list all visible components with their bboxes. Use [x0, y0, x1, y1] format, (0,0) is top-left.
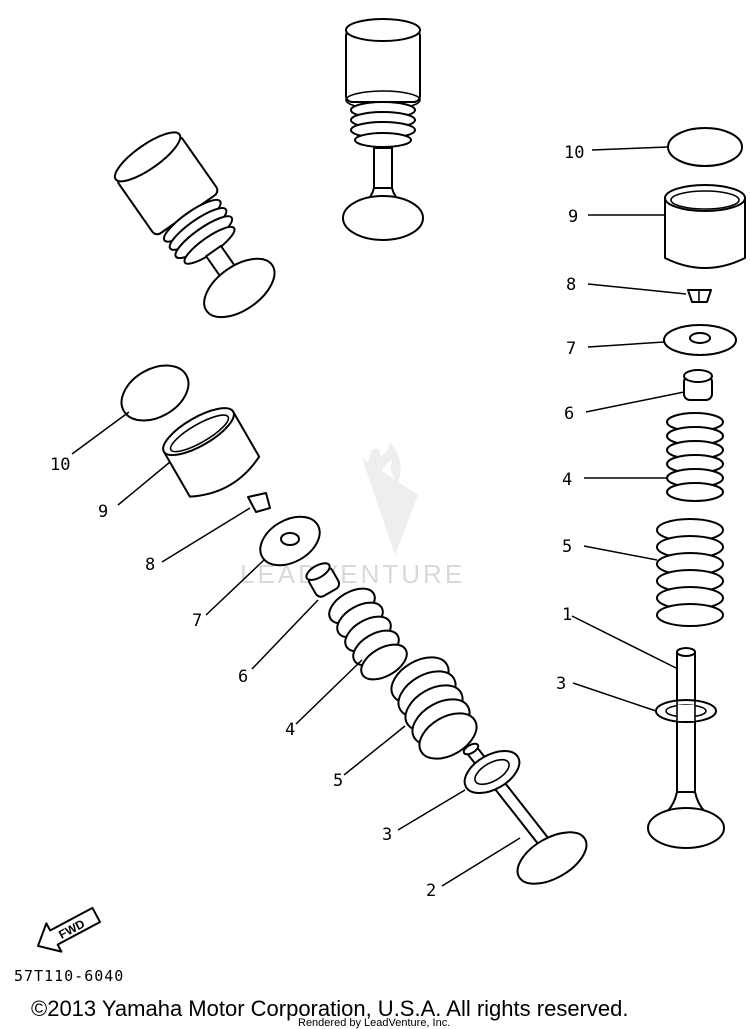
- callout-8-right: 8: [566, 275, 576, 295]
- callout-4-left: 4: [285, 720, 295, 740]
- callout-2-left: 2: [426, 881, 436, 901]
- right-exploded-parts: [647, 127, 746, 849]
- callout-3-left: 3: [382, 825, 392, 845]
- callout-6-right: 6: [564, 404, 574, 424]
- valve-seat-ring-right: [655, 699, 717, 723]
- cotter-left: [247, 492, 271, 513]
- outer-spring-right: [656, 518, 724, 627]
- assembled-valve-top-center: [342, 18, 424, 241]
- drawing-code: 57T110-6040: [14, 967, 124, 985]
- seal-right: [683, 369, 713, 401]
- leadventure-watermark-logo: [362, 442, 418, 555]
- shim-right: [667, 127, 743, 167]
- retainer-right: [663, 324, 737, 356]
- callout-10-right: 10: [564, 143, 584, 163]
- leader-lines: [71, 146, 687, 887]
- inner-spring-right: [666, 412, 724, 502]
- callout-5-right: 5: [562, 537, 572, 557]
- inner-spring-left: [328, 587, 408, 681]
- lifter-left: [162, 407, 261, 498]
- valve-seat-ring-left: [463, 749, 521, 795]
- left-exploded-parts: [120, 364, 588, 885]
- callout-1-right: 1: [562, 605, 572, 625]
- callout-10-left: 10: [50, 455, 70, 475]
- callout-4-right: 4: [562, 470, 572, 490]
- valve-right: [647, 647, 725, 849]
- assembled-valve-top-left: [113, 131, 276, 319]
- copyright-notice: ©2013 Yamaha Motor Corporation, U.S.A. A…: [31, 996, 628, 1021]
- callout-3-right: 3: [556, 674, 566, 694]
- callout-8-left: 8: [145, 555, 155, 575]
- callout-7-right: 7: [566, 339, 576, 359]
- fwd-arrow-icon: FWD: [36, 906, 102, 953]
- callout-9-left: 9: [98, 502, 108, 522]
- outer-spring-left: [390, 656, 478, 760]
- lifter-right: [664, 184, 746, 269]
- shim-left: [120, 364, 190, 422]
- retainer-left: [259, 515, 321, 567]
- callout-5-left: 5: [333, 771, 343, 791]
- callout-7-left: 7: [192, 611, 202, 631]
- callout-9-right: 9: [568, 207, 578, 227]
- callout-6-left: 6: [238, 667, 248, 687]
- seal-left: [305, 562, 341, 598]
- rendered-by-note: Rendered by LeadVenture, Inc.: [298, 1017, 450, 1029]
- cotter-right: [687, 289, 712, 303]
